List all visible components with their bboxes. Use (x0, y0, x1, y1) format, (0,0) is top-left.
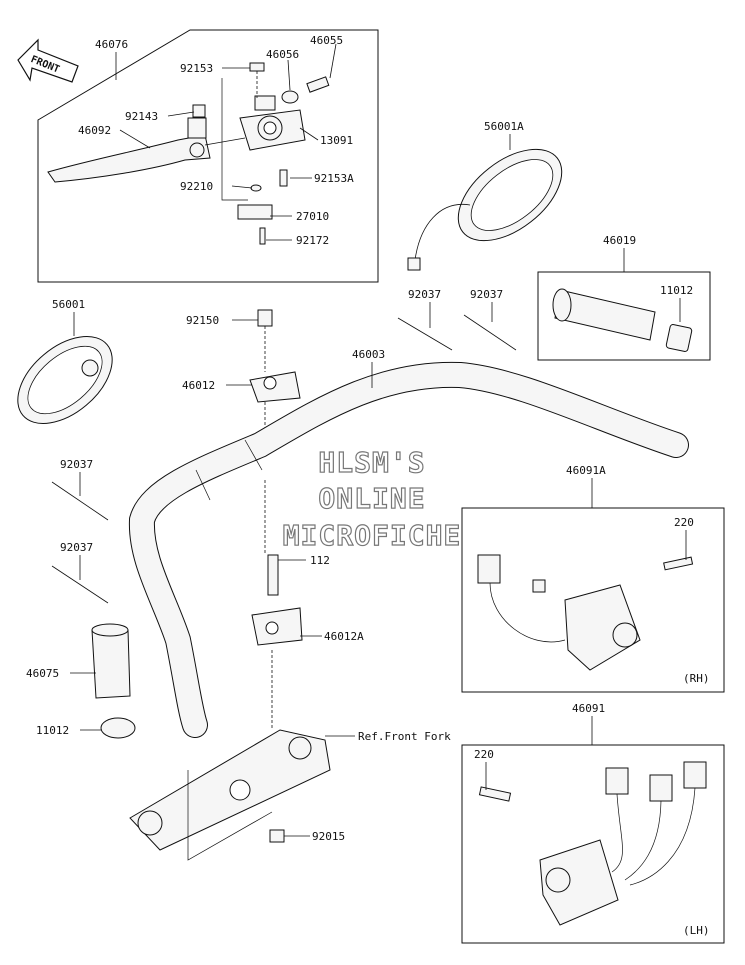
handlebar (128, 361, 689, 738)
lever-assembly-box (37, 29, 379, 283)
label-13091: 13091 (320, 134, 353, 147)
label-46091: 46091 (572, 702, 605, 715)
label-92143: 92143 (125, 110, 158, 123)
label-46092: 46092 (78, 124, 111, 137)
label-92037-b: 92037 (470, 288, 503, 301)
label-lh: (LH) (683, 924, 710, 937)
label-46056: 46056 (266, 48, 299, 61)
label-46075: 46075 (26, 667, 59, 680)
master-cylinder (204, 95, 306, 151)
grip-rh (552, 288, 693, 352)
switch-lh (478, 761, 707, 926)
switch-box-lh (461, 744, 725, 944)
label-rh: (RH) (683, 672, 710, 685)
label-92037-c: 92037 (60, 458, 93, 471)
switch-box-rh (461, 507, 725, 693)
mirror-right (407, 148, 563, 271)
label-11012-rh: 11012 (660, 284, 693, 297)
front-arrow-icon: FRONT (17, 38, 79, 83)
leader-lines (70, 43, 687, 837)
label-46055: 46055 (310, 34, 343, 47)
part-labels: 46076 46055 46056 92153 92143 46092 1309… (26, 34, 710, 937)
watermark-line-2: ONLINE (318, 482, 425, 515)
label-56001: 56001 (52, 298, 85, 311)
label-92037-d: 92037 (60, 541, 93, 554)
label-92153: 92153 (180, 62, 213, 75)
clamp-lower (251, 480, 303, 730)
label-46012a: 46012A (324, 630, 364, 643)
label-46003: 46003 (352, 348, 385, 361)
triple-clamp (129, 729, 331, 861)
label-112: 112 (310, 554, 330, 567)
clamp-upper (249, 309, 301, 430)
switch-rh (477, 554, 694, 671)
label-46019: 46019 (603, 234, 636, 247)
label-92150: 92150 (186, 314, 219, 327)
watermark-line-3: MICROFICHE (283, 519, 462, 552)
cable-ties (51, 314, 517, 604)
label-92210: 92210 (180, 180, 213, 193)
label-56001a: 56001A (484, 120, 524, 133)
watermark: HLSM'S ONLINE MICROFICHE (282, 445, 462, 552)
small-parts-upper (192, 62, 330, 245)
watermark-line-1: HLSM'S (318, 446, 425, 479)
grip-left (91, 623, 136, 739)
label-92015: 92015 (312, 830, 345, 843)
label-46012: 46012 (182, 379, 215, 392)
label-220-rh: 220 (674, 516, 694, 529)
label-11012-lh: 11012 (36, 724, 69, 737)
label-92153a: 92153A (314, 172, 354, 185)
label-220-lh: 220 (474, 748, 494, 761)
mirror-left (17, 336, 113, 424)
brake-lever (47, 117, 211, 183)
label-46076: 46076 (95, 38, 128, 51)
label-ref-front-fork: Ref.Front Fork (358, 730, 451, 743)
sub-frame (221, 78, 248, 201)
label-92037-a: 92037 (408, 288, 441, 301)
label-46091a: 46091A (566, 464, 606, 477)
label-27010: 27010 (296, 210, 329, 223)
label-92172: 92172 (296, 234, 329, 247)
